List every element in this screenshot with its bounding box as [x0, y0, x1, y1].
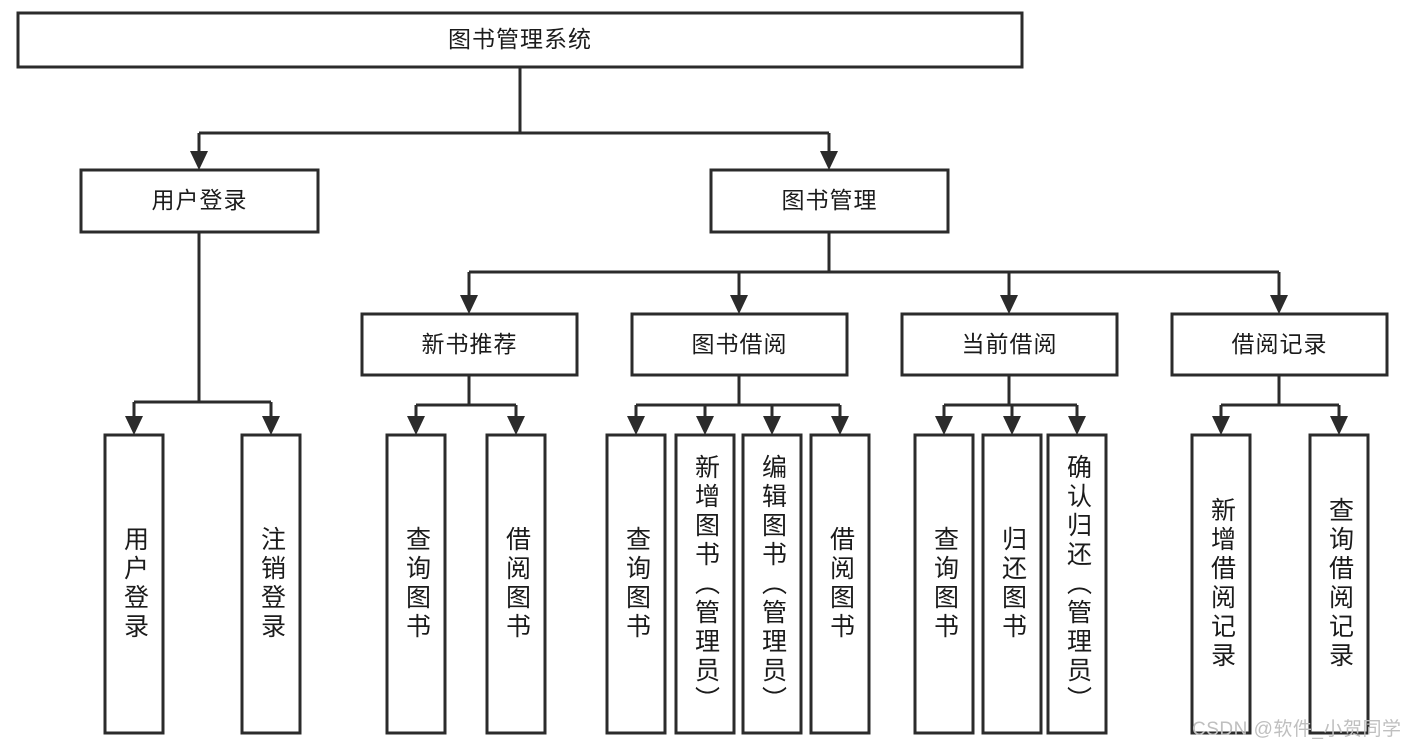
- connectors-group: [125, 67, 1348, 435]
- node-box-leaf-query-book-3[interactable]: [913, 433, 975, 735]
- node-box-leaf-user-login[interactable]: [103, 433, 165, 735]
- node-box-leaf-confirm-return[interactable]: [1046, 433, 1108, 735]
- node-box-leaf-edit-book-admin[interactable]: [741, 433, 803, 735]
- arrow-head-book-management-3: [1270, 295, 1288, 314]
- arrow-head-new-book-recommend-1: [507, 416, 525, 435]
- node-box-leaf-query-book-2[interactable]: [605, 433, 667, 735]
- node-box-root[interactable]: [16, 11, 1024, 69]
- node-box-user-login[interactable]: [79, 168, 320, 234]
- arrow-head-book-management-2: [1000, 295, 1018, 314]
- node-box-leaf-add-book-admin[interactable]: [674, 433, 736, 735]
- arrow-head-borrow-record-0: [1212, 416, 1230, 435]
- node-box-book-management[interactable]: [709, 168, 950, 234]
- arrow-head-root-0: [190, 151, 208, 170]
- node-box-book-borrow[interactable]: [630, 312, 849, 377]
- arrow-head-new-book-recommend-0: [407, 416, 425, 435]
- arrow-head-current-borrow-1: [1003, 416, 1021, 435]
- node-box-leaf-add-borrow-record[interactable]: [1190, 433, 1252, 735]
- arrow-head-current-borrow-0: [935, 416, 953, 435]
- arrow-head-book-management-1: [730, 295, 748, 314]
- arrow-head-book-borrow-3: [831, 416, 849, 435]
- node-box-borrow-record[interactable]: [1170, 312, 1389, 377]
- arrow-head-borrow-record-1: [1330, 416, 1348, 435]
- boxes-group: [16, 11, 1389, 735]
- arrow-head-book-borrow-2: [763, 416, 781, 435]
- arrow-head-user-login-0: [125, 416, 143, 435]
- node-box-current-borrow[interactable]: [900, 312, 1119, 377]
- arrow-head-book-borrow-1: [696, 416, 714, 435]
- node-box-leaf-return-book[interactable]: [981, 433, 1043, 735]
- arrow-head-book-management-0: [460, 295, 478, 314]
- arrow-head-root-1: [820, 151, 838, 170]
- arrow-head-current-borrow-2: [1068, 416, 1086, 435]
- node-box-leaf-query-book-1[interactable]: [385, 433, 447, 735]
- node-box-leaf-query-borrow-record[interactable]: [1308, 433, 1370, 735]
- node-box-leaf-logout-login[interactable]: [240, 433, 302, 735]
- arrow-head-user-login-1: [262, 416, 280, 435]
- csdn-watermark: CSDN @软件_小贺同学: [1192, 719, 1402, 740]
- arrow-head-book-borrow-0: [627, 416, 645, 435]
- node-box-new-book-recommend[interactable]: [360, 312, 579, 377]
- node-box-leaf-borrow-book-2[interactable]: [809, 433, 871, 735]
- node-box-leaf-borrow-book-1[interactable]: [485, 433, 547, 735]
